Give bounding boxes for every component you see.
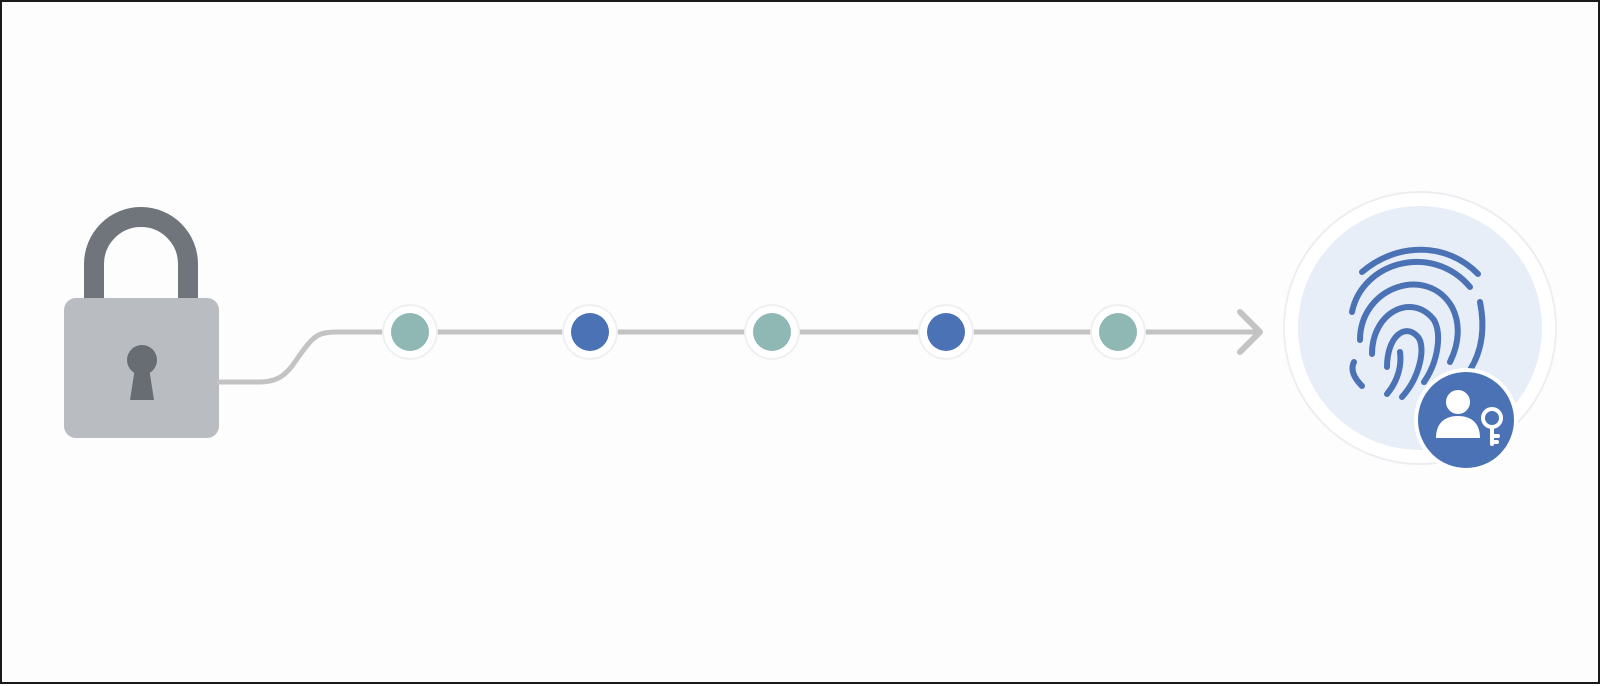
step-node [382, 304, 438, 360]
keyhole-icon [127, 345, 157, 400]
step-node-dot [753, 313, 791, 351]
arrow-head-icon [1237, 309, 1263, 355]
fingerprint-icon [1349, 246, 1486, 400]
step-node [562, 304, 618, 360]
step-node-dot [391, 313, 429, 351]
step-node [744, 304, 800, 360]
padlock-icon [64, 207, 219, 438]
step-node [1090, 304, 1146, 360]
step-node-dot [927, 313, 965, 351]
fingerprint-node [1283, 191, 1557, 472]
user-key-icon [1436, 390, 1503, 446]
connector-line [216, 329, 1261, 385]
user-key-badge [1414, 368, 1518, 472]
step-node [918, 304, 974, 360]
padlock-shackle [84, 207, 198, 302]
step-node-dot [1099, 313, 1137, 351]
step-nodes [382, 304, 1146, 360]
step-node-dot [571, 313, 609, 351]
